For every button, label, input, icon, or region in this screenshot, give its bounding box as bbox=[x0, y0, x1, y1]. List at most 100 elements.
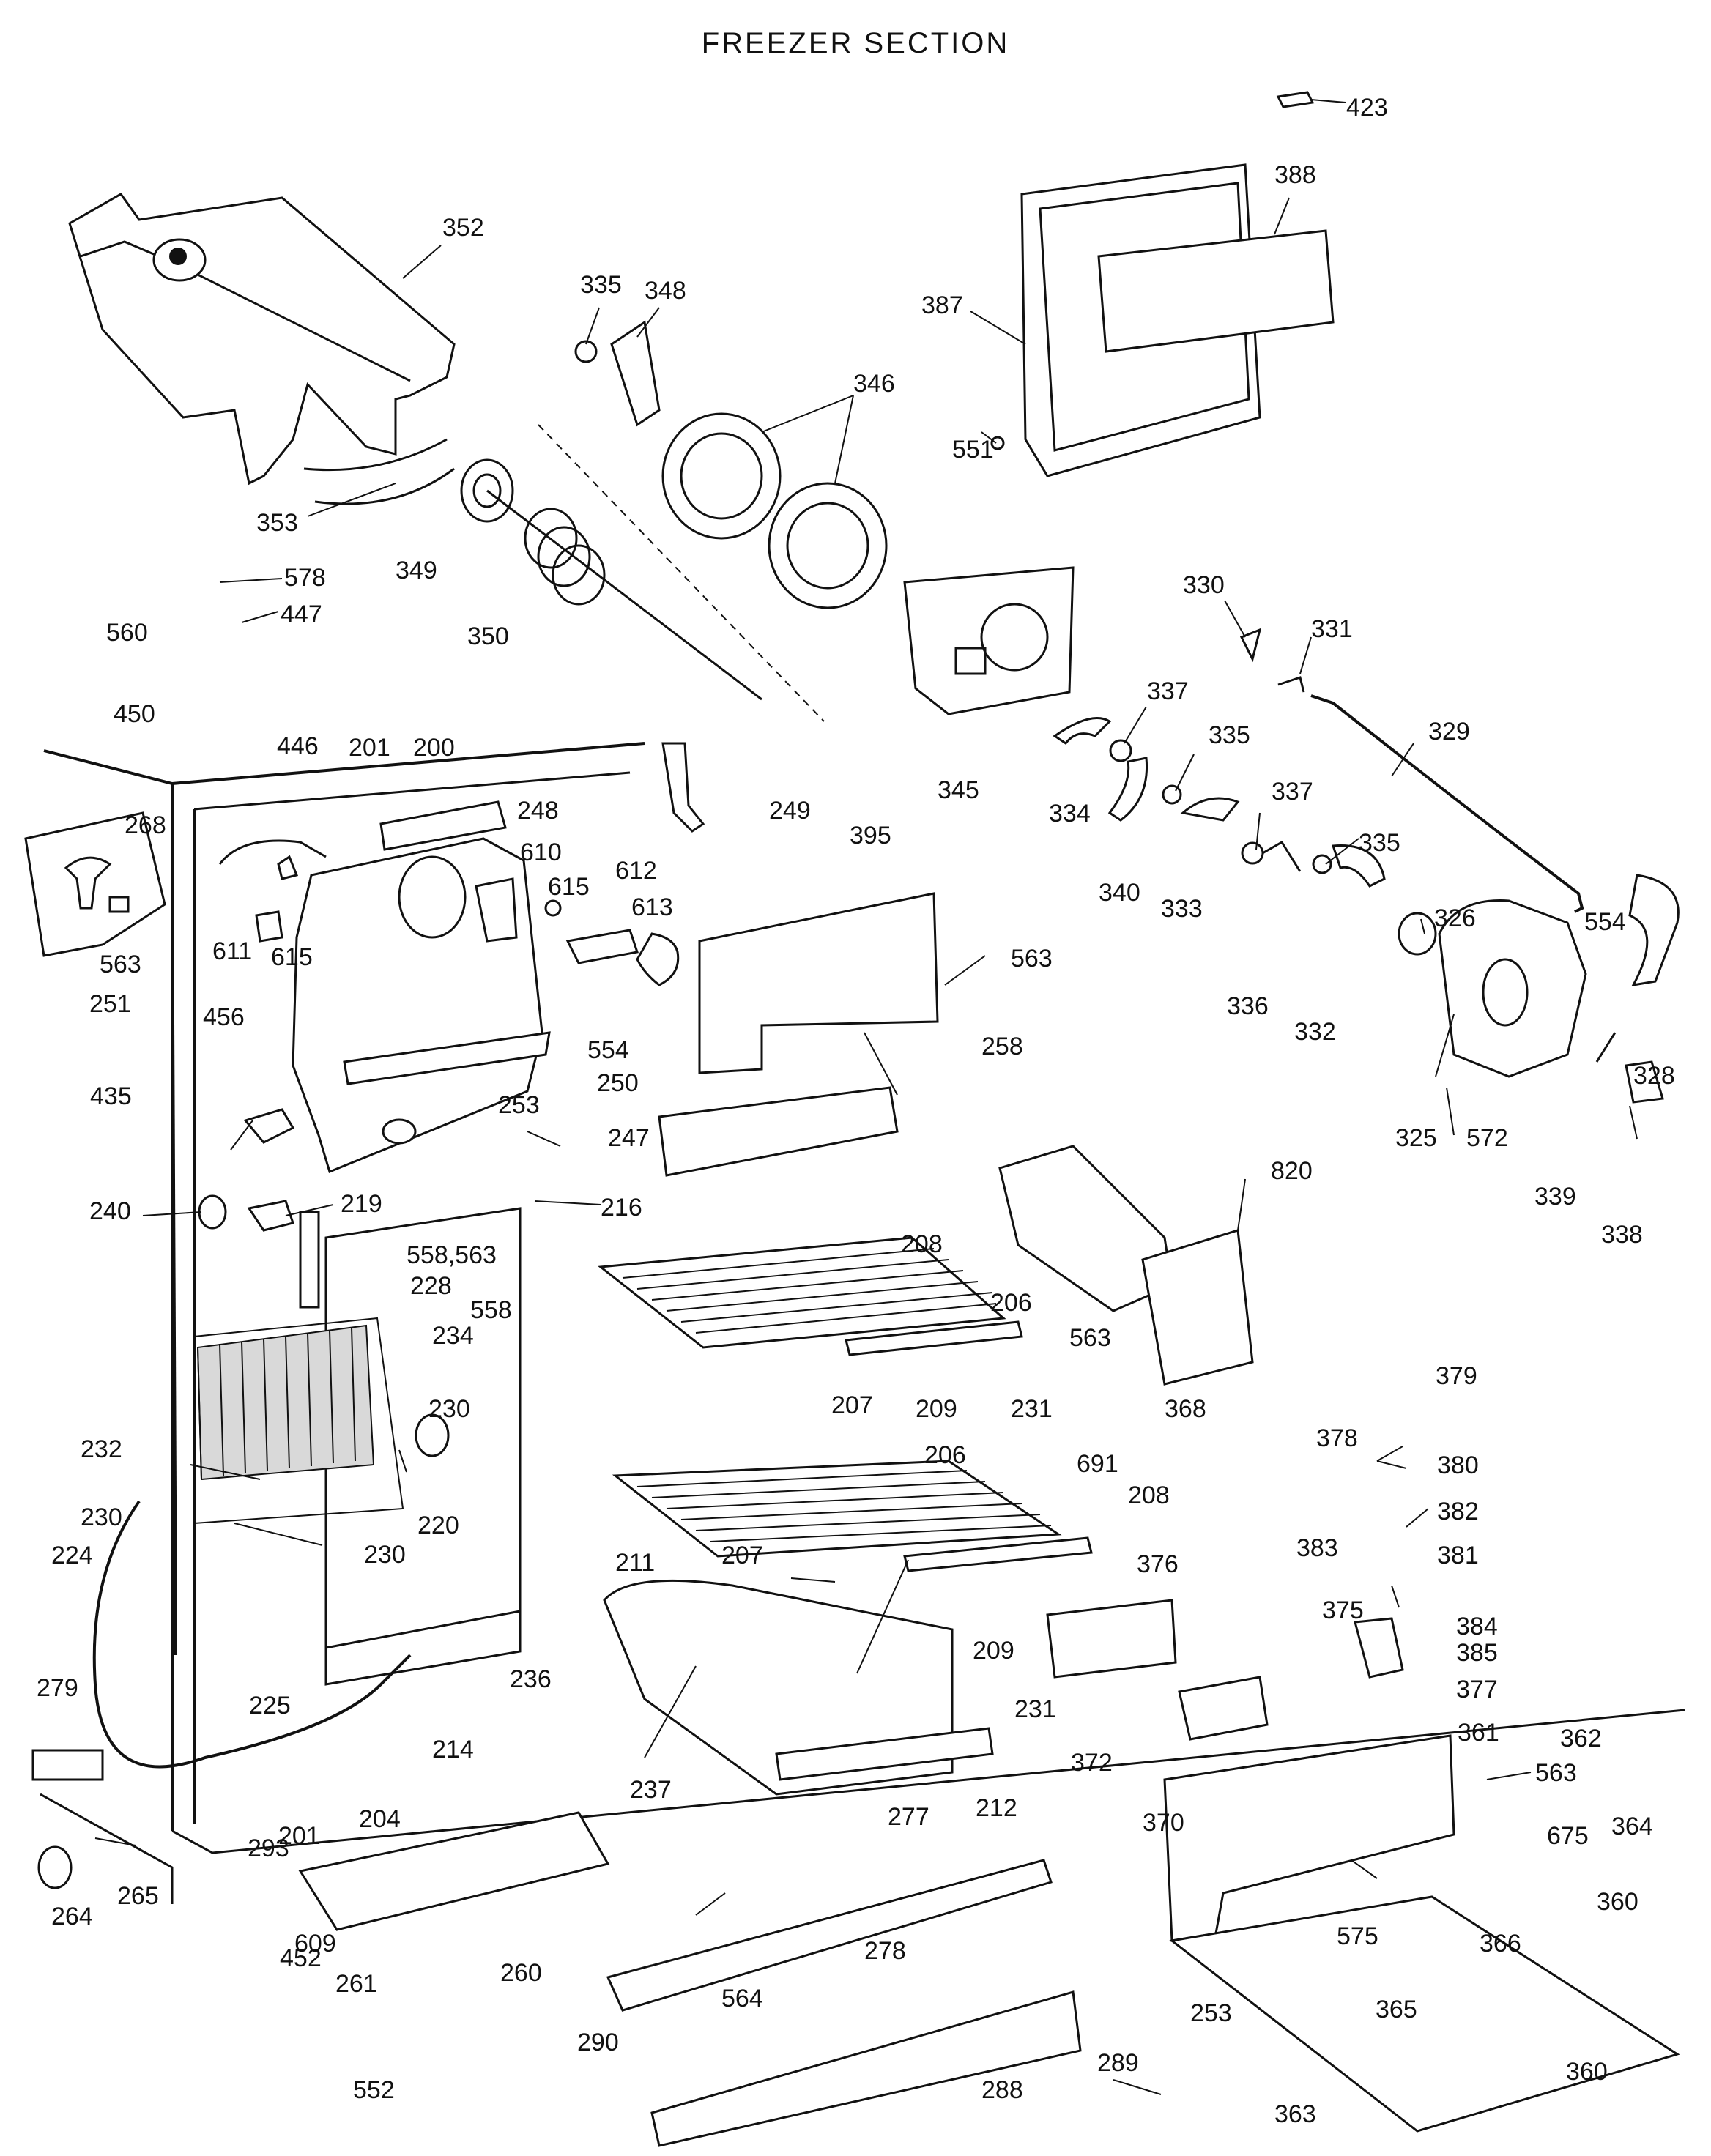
part-label: 558 bbox=[470, 1296, 512, 1324]
part-label: 230 bbox=[364, 1541, 406, 1569]
part-label: 446 bbox=[277, 732, 319, 760]
part-label: 362 bbox=[1560, 1725, 1602, 1752]
part-label: 447 bbox=[281, 601, 322, 628]
fan-shroud-250 bbox=[292, 800, 562, 1174]
part-label: 230 bbox=[81, 1503, 122, 1531]
wire-shelf-lower bbox=[612, 1460, 1062, 1558]
part-label: 211 bbox=[615, 1549, 655, 1577]
part-label: 385 bbox=[1456, 1639, 1498, 1667]
part-label: 224 bbox=[51, 1542, 93, 1569]
diagram-title: FREEZER SECTION bbox=[702, 27, 1010, 59]
part-label: 578 bbox=[284, 564, 326, 592]
part-264 bbox=[37, 1845, 73, 1889]
part-label: 372 bbox=[1071, 1749, 1113, 1777]
part-label: 333 bbox=[1161, 895, 1203, 923]
auger-motor-325 bbox=[1398, 874, 1680, 1104]
tubing-225 bbox=[92, 1500, 412, 1769]
part-label: 387 bbox=[921, 291, 963, 319]
part-label: 612 bbox=[615, 857, 657, 885]
part-label: 232 bbox=[81, 1435, 122, 1463]
part-label: 383 bbox=[1296, 1534, 1338, 1562]
part-label: 206 bbox=[924, 1441, 966, 1469]
part-label: 348 bbox=[645, 277, 686, 305]
part-label: 247 bbox=[608, 1124, 650, 1152]
part-label: 260 bbox=[500, 1959, 542, 1987]
dispenser-door-387-388 bbox=[990, 163, 1335, 477]
part-label: 278 bbox=[864, 1937, 906, 1965]
cabinet-frame bbox=[40, 742, 1685, 1904]
wire-shelf-upper bbox=[598, 1236, 1006, 1349]
part-label: 209 bbox=[973, 1637, 1014, 1665]
part-label: 691 bbox=[1077, 1450, 1118, 1478]
part-label: 365 bbox=[1376, 1996, 1417, 2023]
motor-plate-345 bbox=[903, 566, 1075, 715]
part-label: 248 bbox=[517, 797, 559, 825]
part-label: 201 bbox=[349, 734, 390, 762]
leader-lines bbox=[94, 99, 1638, 2095]
part-label: 249 bbox=[769, 797, 811, 825]
part-label: 335 bbox=[580, 271, 622, 299]
part-label: 328 bbox=[1633, 1062, 1675, 1090]
part-label: 240 bbox=[89, 1197, 131, 1225]
part-label: 338 bbox=[1601, 1221, 1643, 1249]
part-label: 335 bbox=[1359, 829, 1400, 857]
part-label: 360 bbox=[1566, 2058, 1608, 2086]
shelf-trim-209-lower bbox=[903, 1536, 1093, 1572]
part-label: 289 bbox=[1097, 2049, 1139, 2077]
part-label: 363 bbox=[1274, 2100, 1316, 2128]
part-label: 225 bbox=[249, 1692, 291, 1720]
part-label: 613 bbox=[631, 893, 673, 921]
part-label: 563 bbox=[1011, 945, 1053, 973]
part-label: 435 bbox=[90, 1082, 132, 1110]
ice-bucket-352 bbox=[68, 193, 456, 505]
pan-drawer-211 bbox=[603, 1579, 994, 1796]
part-label: 560 bbox=[106, 619, 148, 647]
part-label: 330 bbox=[1183, 571, 1225, 599]
part-label: 563 bbox=[1069, 1324, 1111, 1352]
rail-277 bbox=[606, 1859, 1053, 2012]
part-label: 376 bbox=[1137, 1550, 1179, 1578]
part-label: 554 bbox=[1584, 908, 1626, 936]
part-label: 361 bbox=[1458, 1719, 1499, 1747]
part-label: 564 bbox=[721, 1985, 763, 2012]
part-label: 349 bbox=[396, 557, 437, 584]
part-label: 228 bbox=[410, 1272, 452, 1300]
part-label: 615 bbox=[271, 943, 313, 971]
part-label: 615 bbox=[548, 873, 590, 901]
duct-258 bbox=[658, 1086, 899, 1177]
part-label: 551 bbox=[952, 436, 994, 464]
part-label: 380 bbox=[1437, 1451, 1479, 1479]
part-label: 253 bbox=[1190, 1999, 1232, 2027]
part-label: 207 bbox=[831, 1391, 873, 1419]
part-label: 609 bbox=[294, 1930, 336, 1958]
part-label: 208 bbox=[901, 1230, 943, 1258]
part-label: 336 bbox=[1227, 992, 1269, 1020]
part-label: 279 bbox=[37, 1674, 78, 1702]
part-label: 388 bbox=[1274, 161, 1316, 189]
part-label: 332 bbox=[1294, 1018, 1336, 1046]
part-label: 375 bbox=[1322, 1596, 1364, 1624]
part-label: 201 bbox=[278, 1822, 320, 1850]
part-label: 353 bbox=[256, 509, 298, 537]
part-label: 264 bbox=[51, 1903, 93, 1930]
part-label: 378 bbox=[1316, 1424, 1358, 1452]
part-label: 337 bbox=[1272, 778, 1313, 806]
exploded-view-artwork bbox=[24, 91, 1685, 2147]
part-label: 381 bbox=[1437, 1542, 1479, 1569]
base-grille-288 bbox=[650, 1990, 1082, 2147]
part-label: 236 bbox=[510, 1665, 552, 1693]
part-label: 261 bbox=[335, 1970, 377, 1998]
part-label: 290 bbox=[577, 2029, 619, 2056]
part-number-labels: 423 388 352 335 348 346 387 551 353 349 … bbox=[37, 94, 1675, 2128]
part-label: 335 bbox=[1209, 721, 1250, 749]
part-label: 450 bbox=[114, 700, 155, 728]
part-label: 325 bbox=[1395, 1124, 1437, 1152]
part-label: 334 bbox=[1049, 800, 1091, 828]
part-label: 563 bbox=[1535, 1759, 1577, 1787]
part-label: 209 bbox=[916, 1395, 957, 1423]
part-label: 207 bbox=[721, 1542, 763, 1569]
cover-panel-395 bbox=[698, 892, 939, 1074]
part-label: 214 bbox=[432, 1736, 474, 1763]
auger-assembly bbox=[460, 424, 825, 722]
part-label: 250 bbox=[597, 1069, 639, 1097]
